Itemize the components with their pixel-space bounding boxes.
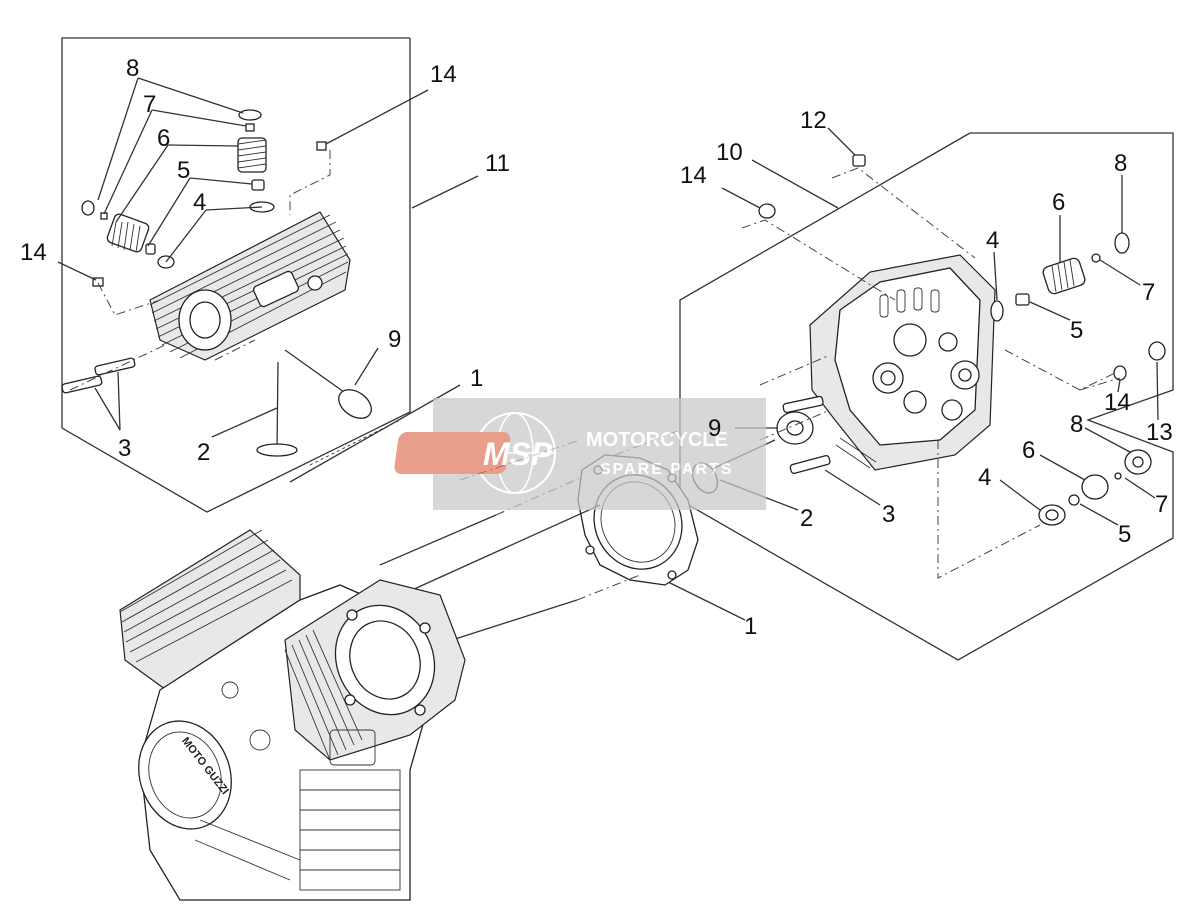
left-guide-lines <box>69 150 331 391</box>
callout-2: 2 <box>197 439 210 466</box>
callout-5: 5 <box>177 157 190 184</box>
callout-8: 8 <box>126 55 139 82</box>
right-cylinder-head <box>809 254 996 471</box>
callout-5: 5 <box>1070 317 1083 344</box>
callout-8: 8 <box>1114 150 1127 177</box>
callout-5: 5 <box>1118 521 1131 548</box>
left-cylinder-head <box>149 211 351 361</box>
left-assembly-frame <box>61 37 411 513</box>
callout-14: 14 <box>20 239 47 266</box>
callout-7: 7 <box>1142 279 1155 306</box>
callout-11: 11 <box>485 150 510 177</box>
engine-block: MOTO GUZZI <box>119 529 466 901</box>
watermark-logo: MSP <box>483 436 553 472</box>
callout-4: 4 <box>986 227 999 254</box>
watermark-line1: MOTORCYCLE <box>586 429 728 451</box>
callout-4: 4 <box>193 189 206 216</box>
callout-7: 7 <box>1155 491 1168 518</box>
callout-4: 4 <box>978 464 991 491</box>
callout-8: 8 <box>1070 411 1083 438</box>
callout-10: 10 <box>716 139 743 166</box>
callout-9: 9 <box>388 326 401 353</box>
callout-2: 2 <box>800 505 813 532</box>
callout-14: 14 <box>1104 389 1131 416</box>
left-leader-lines <box>57 77 479 483</box>
left-dowels <box>61 357 136 394</box>
callout-labels: 8 7 6 5 4 14 14 11 9 1 2 3 12 10 14 4 6 … <box>20 55 1173 640</box>
callout-3: 3 <box>882 501 895 528</box>
callout-6: 6 <box>157 125 170 152</box>
callout-6: 6 <box>1052 189 1065 216</box>
callout-3: 3 <box>118 435 131 462</box>
callout-6: 6 <box>1022 437 1035 464</box>
callout-13: 13 <box>1146 419 1173 446</box>
right-leader-lines <box>659 127 1159 621</box>
right-guide-lines <box>741 167 1121 579</box>
callout-9: 9 <box>708 415 721 442</box>
watermark: MSP MOTORCYCLE SPARE PARTS <box>394 398 766 510</box>
callout-14: 14 <box>680 162 707 189</box>
callout-7: 7 <box>143 91 156 118</box>
left-valves <box>256 349 372 457</box>
callout-12: 12 <box>800 107 827 134</box>
callout-1: 1 <box>470 365 483 392</box>
callout-1: 1 <box>744 613 757 640</box>
watermark-line2: SPARE PARTS <box>600 461 733 478</box>
callout-14: 14 <box>430 61 457 88</box>
